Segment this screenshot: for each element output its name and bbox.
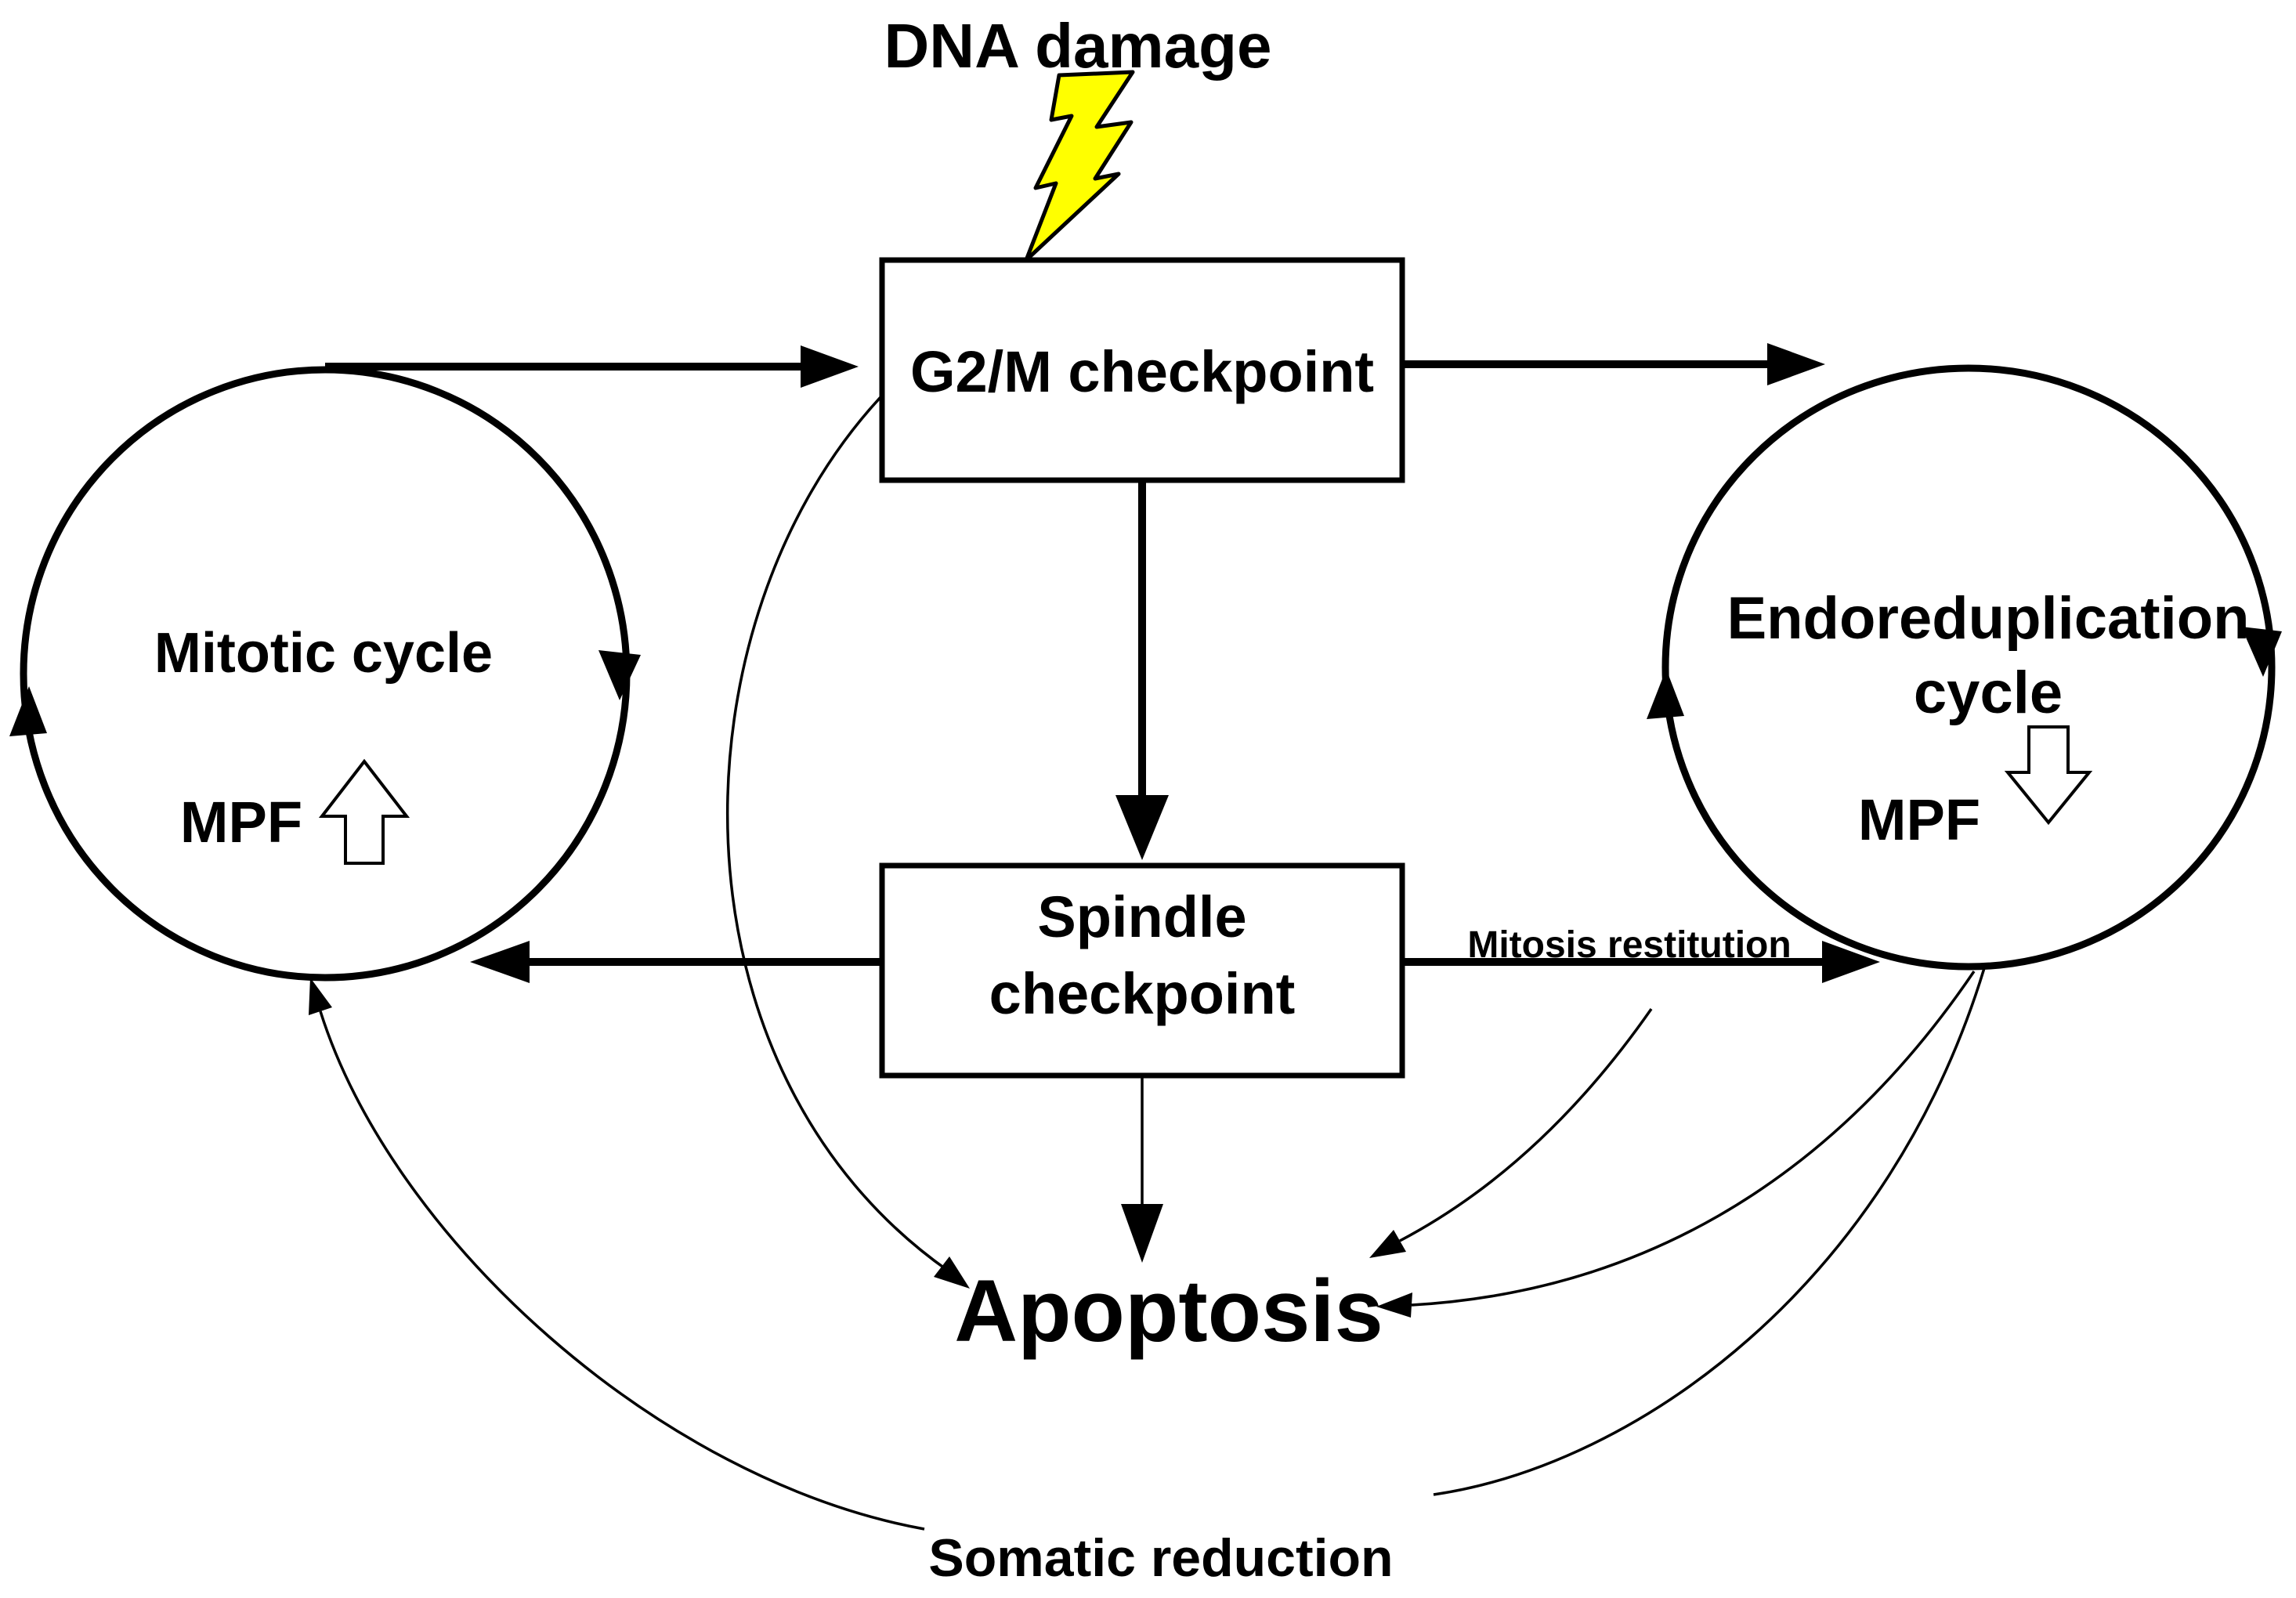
- dna-damage-annotation: DNA damage: [884, 11, 1272, 262]
- arrow-curve: [1399, 1007, 1653, 1242]
- spindle-checkpoint-node: Spindle checkpoint: [879, 862, 1405, 1079]
- mitotic-mpf-label: MPF: [180, 790, 302, 855]
- arrow-spindle-to-endoreduplication-mitosis-restitution: Mitosis restitution: [1402, 924, 1880, 983]
- cycle-direction-arrowhead-icon: [9, 686, 47, 736]
- endoreduplication-label-line1: Endoreduplication: [1727, 585, 2249, 652]
- arrowhead-icon: [801, 345, 859, 388]
- spindle-checkpoint-box: [879, 862, 1405, 1079]
- arrowhead-icon: [934, 1256, 970, 1289]
- g2m-checkpoint-node: G2/M checkpoint: [879, 257, 1405, 483]
- endoreduplication-label-line2: cycle: [1914, 660, 2063, 726]
- spindle-checkpoint-label-line2: checkpoint: [989, 961, 1296, 1026]
- cycle-direction-arrowhead-icon: [1647, 669, 1684, 719]
- arrowhead-icon: [1376, 1292, 1412, 1318]
- mitotic-cycle-label: Mitotic cycle: [154, 622, 493, 685]
- cycle-direction-arrowhead-icon: [598, 650, 641, 700]
- apoptosis-label: Apoptosis: [954, 1262, 1383, 1360]
- arrow-spindle-to-mitotic: [470, 941, 882, 983]
- arrow-curve-left-segment: [319, 1010, 925, 1531]
- dna-damage-label: DNA damage: [884, 11, 1272, 81]
- arrow-endoreduplication-to-mitotic-somatic-reduction: Somatic reduction: [309, 967, 1986, 1588]
- arrow-g2m-to-spindle: [1115, 480, 1169, 860]
- arrow-mitosis-restitution-to-apoptosis: [1369, 1007, 1653, 1258]
- mpf-up-arrow-icon: [318, 758, 410, 865]
- spindle-checkpoint-label-line1: Spindle: [1037, 884, 1246, 949]
- mpf-down-arrow-icon: [2004, 725, 2093, 826]
- arrow-curve-right-segment: [1433, 967, 1986, 1496]
- arrowhead-icon: [470, 941, 530, 983]
- arrowhead-icon: [1767, 343, 1825, 385]
- arrow-spindle-to-apoptosis: [1121, 1076, 1163, 1263]
- mitosis-restitution-label: Mitosis restitution: [1467, 924, 1791, 966]
- arrowhead-icon: [309, 978, 332, 1015]
- endoreduplication-cycle-node: Endoreduplication cycle MPF: [1647, 364, 2282, 971]
- arrowhead-icon: [1121, 1204, 1163, 1263]
- arrow-endoreduplication-to-apoptosis: [1376, 971, 1976, 1318]
- arrowhead-icon: [1822, 941, 1880, 983]
- g2m-checkpoint-label: G2/M checkpoint: [910, 339, 1374, 404]
- somatic-reduction-label: Somatic reduction: [928, 1528, 1393, 1588]
- g2m-checkpoint-box: [879, 257, 1405, 483]
- cycle-direction-arrowhead-icon: [2241, 627, 2282, 677]
- arrow-g2m-to-apoptosis: [725, 394, 970, 1289]
- arrowhead-icon: [1369, 1230, 1406, 1258]
- arrow-curve: [725, 394, 949, 1272]
- endoreduplication-cycle-ellipse: [1661, 364, 2276, 971]
- lightning-bolt-icon: [1024, 70, 1135, 262]
- arrowhead-icon: [1115, 795, 1169, 860]
- arrow-curve: [1411, 971, 1976, 1307]
- arrow-mitotic-to-g2m: [325, 345, 859, 388]
- endoreduplication-mpf-label: MPF: [1858, 787, 1980, 852]
- mitotic-cycle-node: Mitotic cycle MPF: [9, 366, 641, 982]
- arrow-g2m-to-endoreduplication: [1402, 343, 1825, 385]
